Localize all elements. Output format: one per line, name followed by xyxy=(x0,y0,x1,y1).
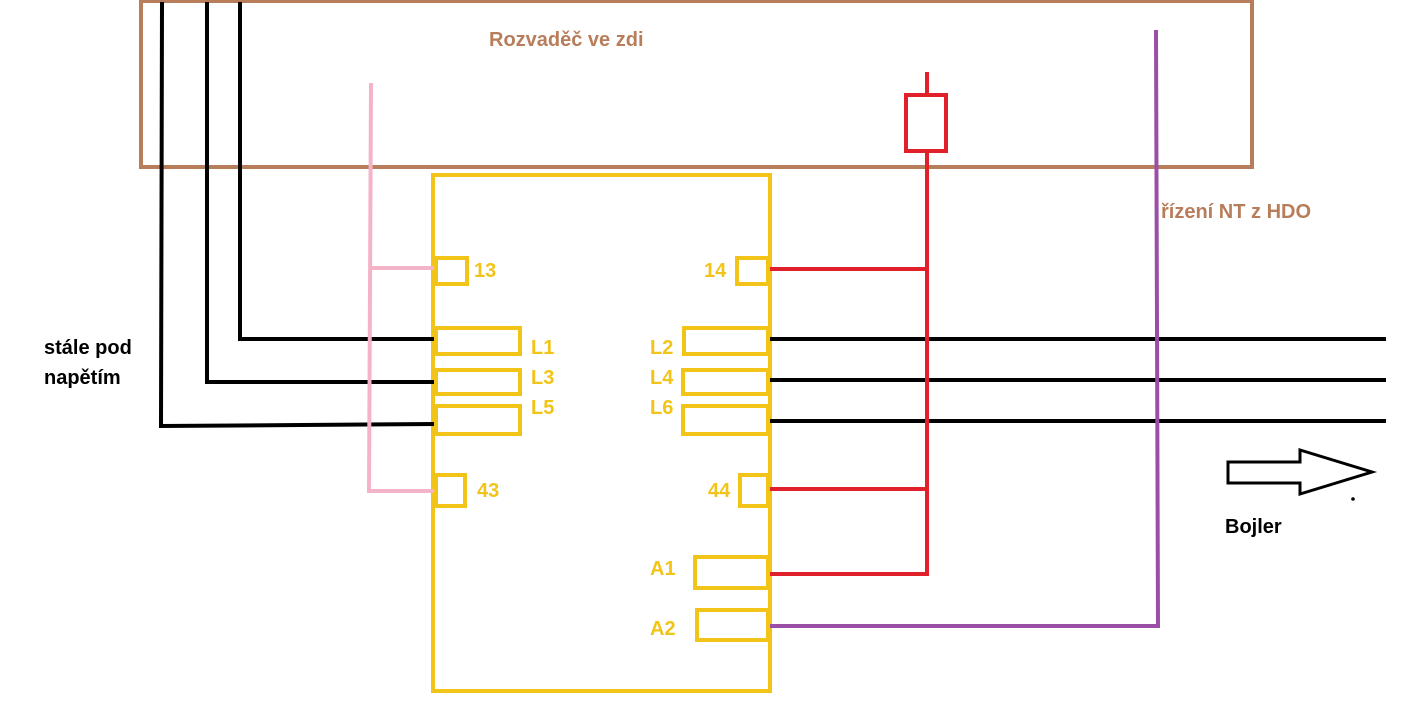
supply-wire-l5 xyxy=(158,1,437,429)
supply-wire-l3 xyxy=(205,2,436,384)
boiler-label: Bojler xyxy=(1225,516,1282,538)
contact-label-L6: L6 xyxy=(650,397,673,419)
terminal-L1 xyxy=(434,326,522,356)
terminal-L4 xyxy=(681,368,770,396)
contact-label-43: 43 xyxy=(477,480,499,502)
terminal-L3 xyxy=(434,368,522,396)
contact-label-13: 13 xyxy=(474,260,496,282)
supply-wires xyxy=(158,1,437,429)
contact-label-L2: L2 xyxy=(650,337,673,359)
always-live-label-line2: napětím xyxy=(44,367,121,389)
terminal-43 xyxy=(434,473,467,508)
contact-label-A1: A1 xyxy=(650,558,676,580)
contact-label-L5: L5 xyxy=(531,397,554,419)
hdo-control-label: řízení NT z HDO xyxy=(1161,201,1311,223)
contact-label-14: 14 xyxy=(704,260,727,282)
terminal-L5 xyxy=(434,404,522,436)
contact-label-44: 44 xyxy=(708,480,731,502)
pink-aux-wire xyxy=(366,82,436,493)
terminal-A1 xyxy=(693,555,770,590)
terminal-13 xyxy=(434,256,469,286)
arrow-dot xyxy=(1351,497,1355,501)
supply-wire-l1 xyxy=(238,2,436,341)
purple-hdo-wire xyxy=(768,29,1161,628)
always-live-label-line1: stále pod xyxy=(44,337,132,359)
contact-label-A2: A2 xyxy=(650,618,676,640)
terminal-44 xyxy=(738,473,770,508)
contact-label-L4: L4 xyxy=(650,367,674,389)
terminal-14 xyxy=(735,256,770,286)
contact-label-L3: L3 xyxy=(531,367,554,389)
fuse-icon xyxy=(904,93,948,153)
enclosure-label: Rozvaděč ve zdi xyxy=(489,29,644,51)
wall-distribution-box xyxy=(139,0,1254,169)
right-arrow-icon xyxy=(1226,447,1378,497)
terminal-L6 xyxy=(681,404,770,436)
contact-label-L1: L1 xyxy=(531,337,554,359)
terminal-A2 xyxy=(695,608,770,642)
terminal-L2 xyxy=(682,326,770,356)
boiler-wires xyxy=(768,337,1386,423)
contactor-terminals xyxy=(434,256,770,642)
red-control-wire xyxy=(768,72,948,576)
